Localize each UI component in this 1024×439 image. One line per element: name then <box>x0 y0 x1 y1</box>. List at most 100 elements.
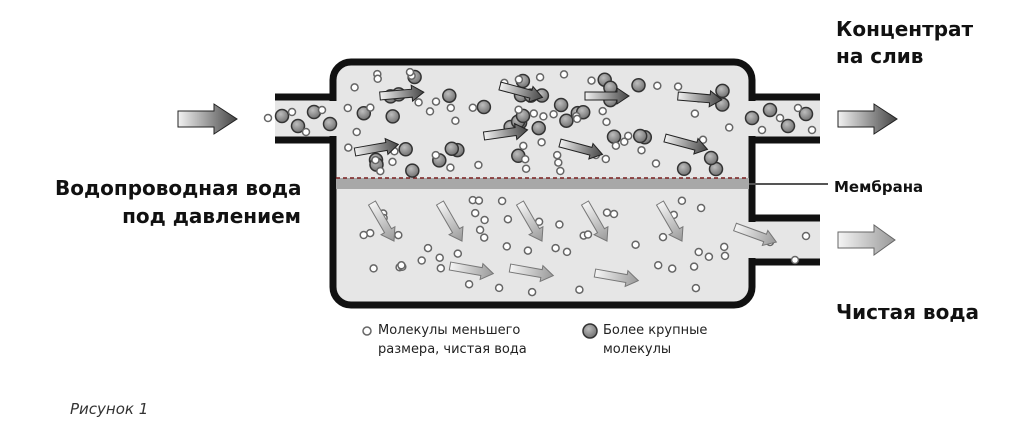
concentrate-label-line2: на слив <box>836 44 924 68</box>
small-molecule <box>572 114 582 124</box>
small-molecule <box>637 145 646 155</box>
flow-arrow-icon <box>558 138 604 160</box>
large-molecule <box>703 150 719 166</box>
small-molecule <box>535 72 545 82</box>
small-molecule <box>704 252 714 262</box>
large-molecule <box>715 83 730 99</box>
small-molecule <box>431 97 441 106</box>
small-molecule <box>677 196 687 206</box>
large-molecule <box>444 141 460 156</box>
small-molecule <box>475 225 485 235</box>
small-molecule <box>502 242 512 251</box>
large-molecule <box>553 97 569 113</box>
small-molecule <box>414 98 423 107</box>
small-molecule <box>551 243 560 253</box>
small-molecule <box>583 230 593 239</box>
small-molecule <box>537 138 546 147</box>
large-molecule <box>631 77 646 93</box>
small-molecule <box>520 154 530 164</box>
small-molecule <box>694 247 703 257</box>
small-molecule <box>602 208 612 217</box>
flow-arrow-icon <box>515 200 544 242</box>
large-molecule <box>476 99 492 115</box>
small-molecule <box>514 105 523 114</box>
small-molecule <box>562 247 572 257</box>
flow-arrow-icon <box>655 200 684 242</box>
small-molecule <box>436 264 446 273</box>
small-molecule <box>317 105 327 115</box>
small-molecule <box>263 113 273 123</box>
small-molecule <box>503 214 513 224</box>
small-molecule <box>689 262 699 271</box>
legend-large-molecule-icon <box>582 323 598 339</box>
small-molecule <box>388 157 397 167</box>
small-molecule <box>453 249 463 258</box>
small-molecule <box>470 208 480 218</box>
small-molecule <box>719 242 729 252</box>
small-molecule <box>480 215 489 225</box>
small-molecule <box>350 83 359 92</box>
flow-arrow-icon <box>508 263 555 283</box>
flow-arrow-icon <box>663 133 709 155</box>
legend-large-label-line2: молекулы <box>603 342 672 357</box>
flow-arrow-icon <box>580 200 609 242</box>
small-molecule <box>793 103 803 113</box>
small-molecule <box>344 143 353 152</box>
small-molecule <box>468 103 478 112</box>
flow-arrow-icon <box>367 200 396 242</box>
large-molecule <box>274 108 290 124</box>
small-molecule <box>807 125 817 135</box>
small-molecule <box>394 230 403 240</box>
small-molecule <box>417 256 426 265</box>
small-molecule <box>521 164 531 173</box>
legend-small-molecule-icon <box>362 326 372 336</box>
small-molecule <box>575 285 584 294</box>
small-molecule <box>667 264 677 273</box>
large-molecule <box>632 128 648 144</box>
flow-arrow-icon <box>379 84 425 103</box>
small-molecule <box>554 158 563 167</box>
small-molecule <box>366 103 375 112</box>
small-molecule <box>620 137 629 147</box>
concentrate-arrow-icon <box>837 103 898 135</box>
small-molecule <box>352 127 361 137</box>
small-molecule <box>529 109 539 118</box>
small-molecule <box>631 240 640 249</box>
small-molecule <box>474 160 483 170</box>
concentrate-label-line1: Концентрат <box>836 17 974 41</box>
small-molecule <box>397 261 406 270</box>
small-molecule <box>425 107 435 116</box>
flow-arrow-icon <box>593 268 640 288</box>
small-molecule <box>653 81 662 90</box>
membrane-label: Мембрана <box>834 178 924 196</box>
legend-small-label-line2: размера, чистая вода <box>378 342 527 357</box>
small-molecule <box>514 75 524 84</box>
small-molecule <box>549 109 558 119</box>
large-molecule <box>606 129 622 144</box>
small-molecule <box>801 231 811 241</box>
small-molecule <box>611 141 621 150</box>
large-molecule <box>385 109 400 124</box>
small-molecule <box>435 253 444 262</box>
small-molecule <box>552 150 562 160</box>
small-molecule <box>598 106 607 116</box>
small-molecule <box>609 209 619 219</box>
flow-arrow-icon <box>584 87 630 105</box>
flow-arrow-icon <box>498 81 544 103</box>
small-molecule <box>790 255 800 265</box>
small-molecule <box>446 103 456 113</box>
large-molecule <box>676 161 692 177</box>
large-molecule <box>559 113 574 128</box>
small-molecule <box>556 166 565 176</box>
large-molecule <box>744 110 760 126</box>
small-molecule <box>757 125 767 135</box>
large-molecule <box>762 102 778 118</box>
large-molecule <box>531 120 546 136</box>
clean-water-pipe <box>745 218 820 262</box>
figure-caption: Рисунок 1 <box>70 400 149 418</box>
flow-arrow-icon <box>677 89 723 108</box>
small-molecule <box>724 123 734 132</box>
input-label-line1: Водопроводная вода <box>55 176 302 200</box>
